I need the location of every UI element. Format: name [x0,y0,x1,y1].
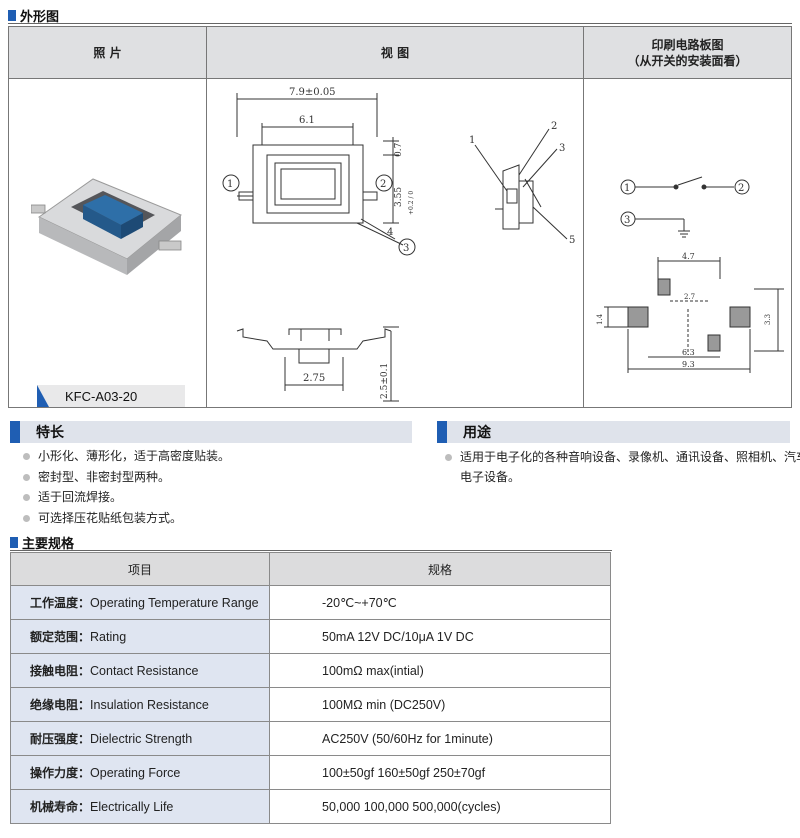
circuit-node-3: 3 [624,215,630,226]
uses-text: 适用于电子化的各种音响设备、录像机、通讯设备、照相机、汽车电子设备。 [442,447,800,487]
item-en: Dielectric Strength [90,732,193,746]
features-list: 小形化、薄形化，适于高密度贴装。 密封型、非密封型两种。 适于回流焊接。 可选择… [20,446,410,528]
list-item: 小形化、薄形化，适于高密度贴装。 [20,446,410,467]
item-en: Rating [90,630,127,644]
view-header: 视 图 [207,27,583,79]
specs-title-text: 主要规格 [22,537,75,552]
side-label-5: 5 [569,235,575,246]
side-label-2: 2 [551,121,557,132]
spec-value: -20℃~+70℃ [269,585,611,620]
col-item-header: 项目 [10,552,270,586]
dim-total-height: 2.5±0.1 [380,363,390,399]
dim-base: 2.75 [303,373,325,384]
item-en: Insulation Resistance [90,698,209,712]
pin-3: 3 [403,243,409,254]
switch-photo [31,178,182,275]
dim-height: 3.55 [394,187,404,207]
spec-value: 100mΩ max(intial) [269,653,611,688]
dim-inner-width: 6.1 [299,115,315,126]
item-en: Contact Resistance [90,664,199,678]
table-row: 耐压强度：Dielectric Strength AC250V (50/60Hz… [10,721,611,756]
tag-triangle-icon [37,385,49,407]
technical-drawing: 7.9±0.05 6.1 1 2 0.7 3.55 +0.2 / 0 4 3 1… [222,87,575,402]
item-cn: 工作温度： [30,596,91,610]
pad-dim-mid: 6.3 [682,348,695,357]
pin-2: 2 [380,179,386,190]
item-cn: 机械寿命： [30,800,91,814]
divider [8,23,792,24]
item-cn: 操作力度： [30,766,91,780]
table-row: 绝缘电阻：Insulation Resistance 100MΩ min (DC… [10,687,611,722]
list-item: 适于回流焊接。 [20,487,410,508]
table-row: 额定范围：Rating 50mA 12V DC/10μA 1V DC [10,619,611,654]
section-marker-icon [10,537,18,548]
specs-section-title: 主要规格 [10,533,74,552]
appearance-title-text: 外形图 [20,10,60,25]
item-cn: 额定范围： [30,630,91,644]
pin-4: 4 [387,227,393,238]
table-header-row: 项目 规格 [10,552,611,586]
table-row: 工作温度：Operating Temperature Range -20℃~+7… [10,585,611,620]
table-row: 操作力度：Operating Force 100±50gf 160±50gf 2… [10,755,611,790]
spec-value: 100±50gf 160±50gf 250±70gf [269,755,611,790]
features-header: 特长 [10,421,412,443]
pcb-drawing: 1 2 3 4.7 2.7 1.4 3.3 6.3 9.3 [596,176,784,373]
section-marker-icon [10,421,20,443]
model-number: KFC-A03-20 [65,388,138,404]
circuit-node-1: 1 [624,183,630,194]
uses-header: 用途 [437,421,790,443]
spec-value: 50,000 100,000 500,000(cycles) [269,789,611,824]
pad-dim-right: 3.3 [764,314,772,325]
table-row: 接触电阻：Contact Resistance 100mΩ max(intial… [10,653,611,688]
spec-value: AC250V (50/60Hz for 1minute) [269,721,611,756]
item-en: Operating Force [90,766,181,780]
list-item: 密封型、非密封型两种。 [20,467,410,488]
circuit-node-2: 2 [738,183,744,194]
dim-height-tol: +0.2 / 0 [408,191,415,215]
specs-table: 项目 规格 工作温度：Operating Temperature Range -… [10,552,611,824]
spec-value: 100MΩ min (DC250V) [269,687,611,722]
item-cn: 绝缘电阻： [30,698,91,712]
table-row: 机械寿命：Electrically Life 50,000 100,000 50… [10,789,611,824]
item-en: Electrically Life [90,800,174,814]
dim-thickness: 0.7 [394,142,404,157]
uses-title: 用途 [463,425,491,441]
divider [10,550,612,551]
appearance-table: 照 片 视 图 印刷电路板图 （从开关的安装面看） KFC-A03-20 7.9… [8,26,792,408]
pad-dim-top: 4.7 [682,252,695,261]
features-title: 特长 [36,425,64,441]
pad-dim-overall: 9.3 [682,360,695,369]
column-divider [206,27,207,407]
model-tag: KFC-A03-20 [37,385,185,407]
spec-value: 50mA 12V DC/10μA 1V DC [269,619,611,654]
appearance-section-title: 外形图 [8,6,59,25]
section-marker-icon [437,421,447,443]
pad-dim-left: 1.4 [596,313,604,325]
column-divider [583,27,584,407]
dim-width: 7.9±0.05 [289,87,336,98]
pcb-header: 印刷电路板图 （从开关的安装面看） [584,27,791,79]
section-marker-icon [8,10,16,21]
item-en: Operating Temperature Range [90,596,259,610]
side-label-3: 3 [559,143,565,154]
col-spec-header: 规格 [269,552,611,586]
list-item: 可选择压花贴纸包装方式。 [20,508,410,529]
photo-header: 照 片 [9,27,206,79]
side-label-1: 1 [469,135,475,146]
item-cn: 接触电阻： [30,664,91,678]
pad-dim-inner: 2.7 [684,293,695,301]
pin-1: 1 [227,179,233,190]
item-cn: 耐压强度： [30,732,91,746]
